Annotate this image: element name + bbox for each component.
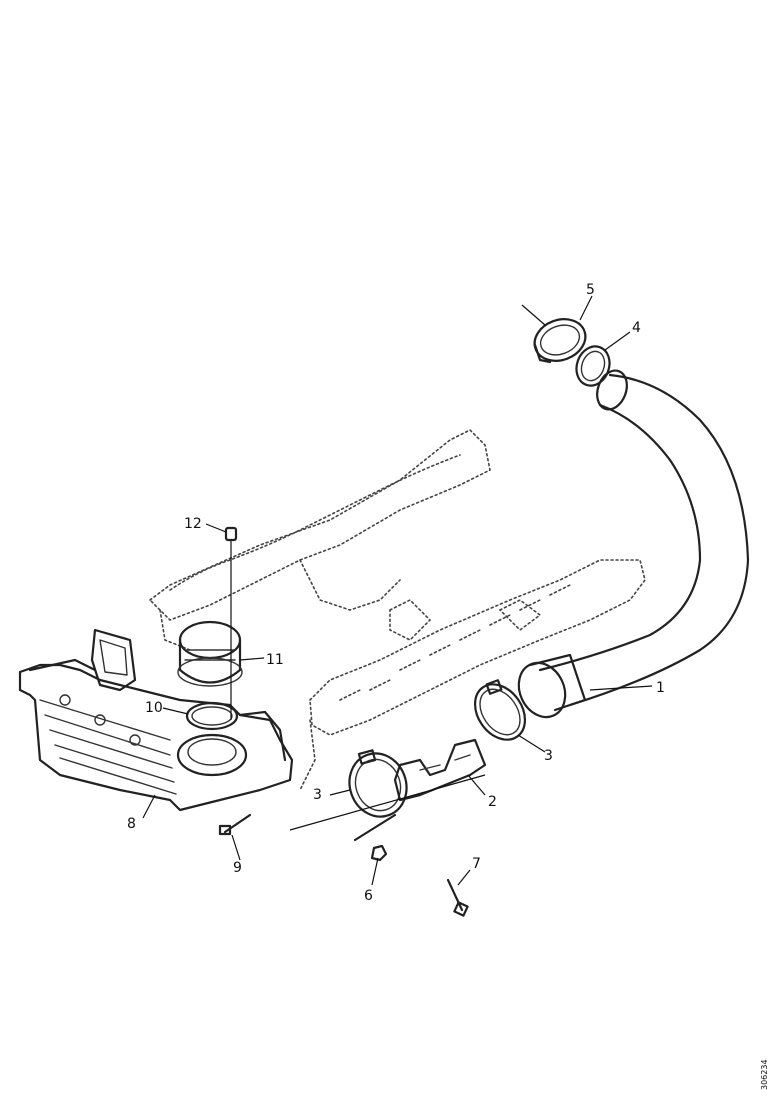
callout-5: 5 [586, 282, 595, 298]
part-11-flange [177, 620, 243, 687]
callout-6: 6 [364, 888, 373, 904]
part-9-stud [218, 813, 252, 836]
part-4-seal-ring [575, 345, 611, 387]
part-1-exhaust-pipe [517, 369, 750, 719]
callout-11: 11 [266, 652, 284, 668]
callout-3-lower: 3 [313, 787, 322, 803]
leader-lines [142, 295, 653, 886]
part-3-clamp-lower [348, 749, 408, 818]
reference-number: 306234 [760, 1059, 769, 1090]
part-12-bolt [224, 526, 238, 720]
engine-block-outline [148, 429, 646, 791]
callout-8: 8 [127, 816, 136, 832]
callout-4: 4 [632, 320, 641, 336]
callout-12: 12 [184, 516, 202, 532]
callout-2: 2 [488, 794, 497, 810]
callout-1: 1 [656, 680, 665, 696]
callout-labels: 1 2 3 3 4 5 6 7 8 9 10 11 12 [127, 282, 665, 904]
part-6-nut [353, 813, 397, 862]
part-7-bolt [446, 878, 469, 917]
part-3-clamp-upper [473, 679, 527, 741]
part-10-gasket [185, 701, 239, 731]
callout-7: 7 [472, 856, 481, 872]
part-5-v-band-clamp [521, 304, 587, 364]
callout-3-upper: 3 [544, 748, 553, 764]
callout-9: 9 [233, 860, 242, 876]
callout-10: 10 [145, 700, 163, 716]
part-2-bracket [289, 738, 487, 831]
part-8-exhaust-manifold [18, 628, 294, 812]
